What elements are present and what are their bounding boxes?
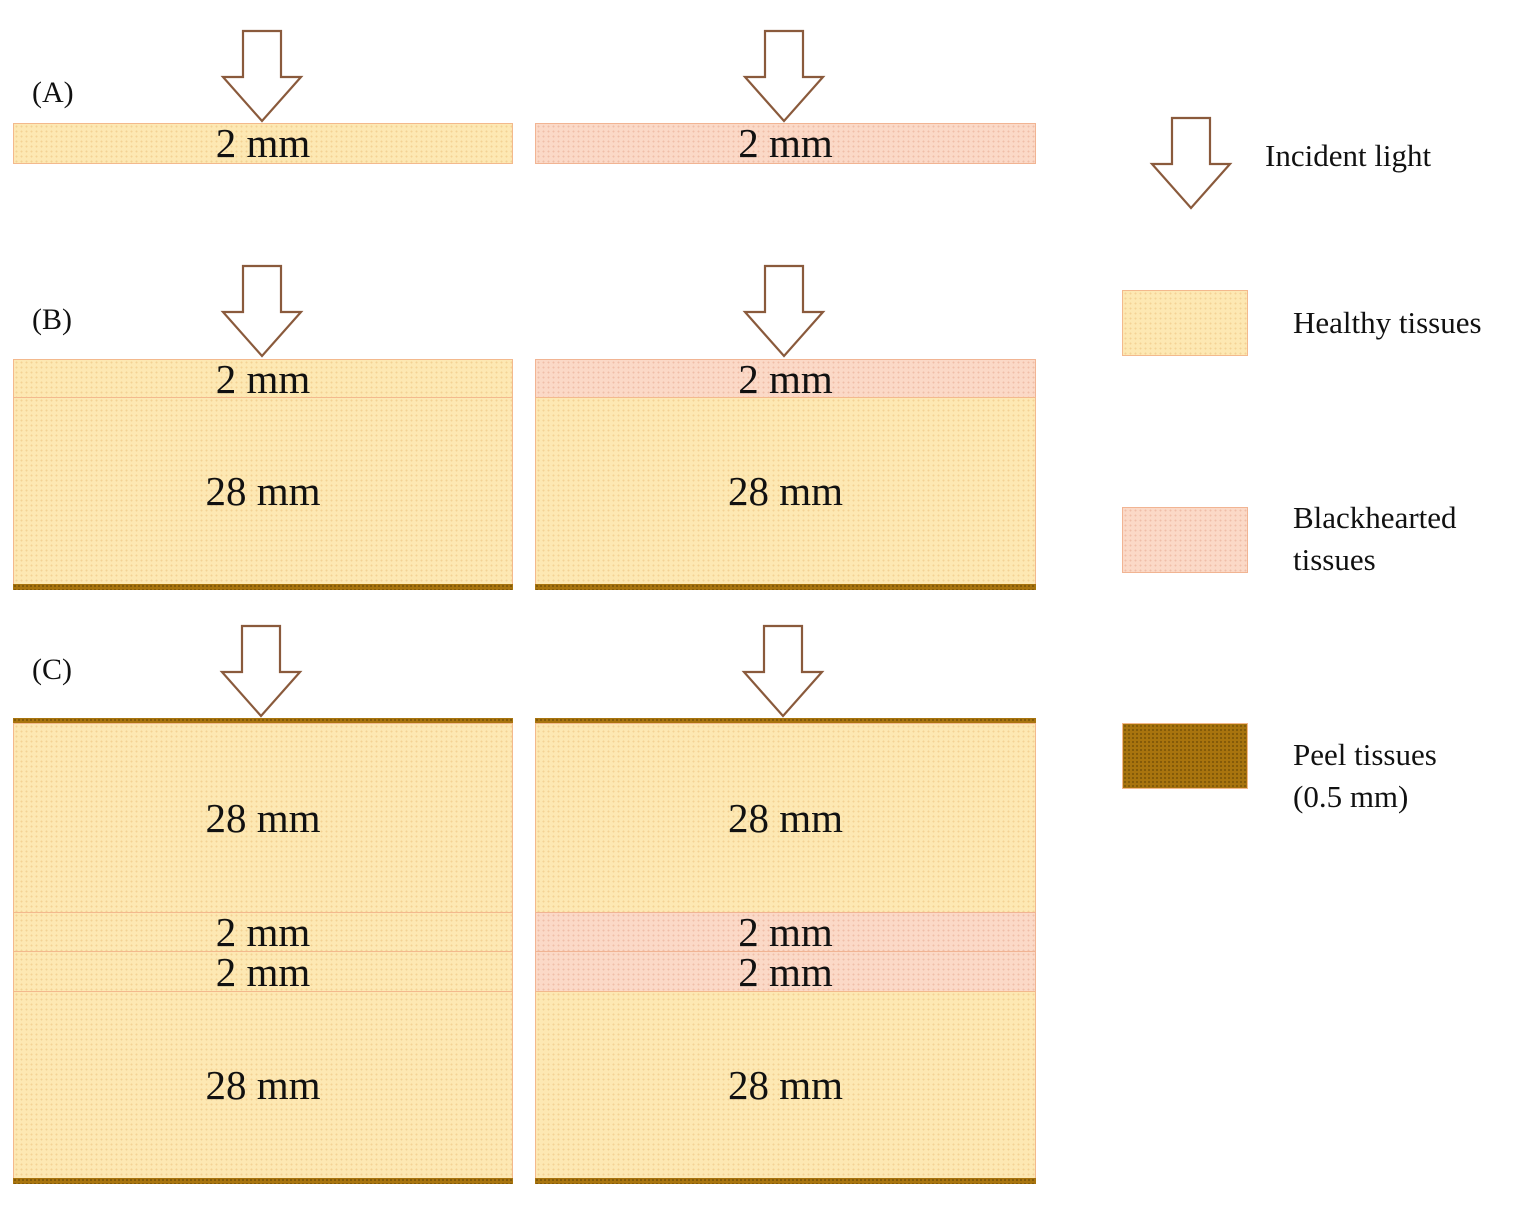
layer-thickness-label: 2 mm xyxy=(215,908,311,955)
legend-blackhearted-swatch xyxy=(1122,507,1248,573)
panel-c-left-healthy-layer-2: 2 mm xyxy=(13,908,513,955)
layer-thickness-label: 2 mm xyxy=(738,908,833,955)
layer-thickness-label: 28 mm xyxy=(205,794,321,841)
legend-incident-light-label: Incident light xyxy=(1265,138,1432,173)
panel-a-left-healthy-layer: 2 mm xyxy=(13,123,513,164)
layer-thickness-label: 28 mm xyxy=(727,794,844,841)
layer-thickness-label: 2 mm xyxy=(215,948,311,995)
legend-blackhearted-line-2: tissues xyxy=(1293,541,1376,577)
incident-light-arrow-icon xyxy=(219,624,303,718)
layer-thickness-label: 28 mm xyxy=(205,1061,321,1108)
layer-thickness-label: 28 mm xyxy=(205,467,321,514)
panel-a-right-blackhearted-layer: 2 mm xyxy=(535,123,1036,164)
panel-b-label: (B) xyxy=(32,303,72,336)
panel-b-right-peel-layer xyxy=(535,584,1036,590)
panel-c-left-healthy-layer-3: 2 mm xyxy=(13,951,513,993)
legend-incident-light-arrow-icon xyxy=(1149,116,1233,210)
incident-light-arrow-icon xyxy=(742,29,826,123)
panel-b-left-peel-layer xyxy=(13,584,513,590)
layer-thickness-label: 2 mm xyxy=(738,948,833,995)
legend-peel-line-2: (0.5 mm) xyxy=(1293,778,1409,814)
panel-c-right-peel-bottom-layer xyxy=(535,1178,1036,1184)
panel-c-left-healthy-layer-1: 28 mm xyxy=(13,723,513,913)
incident-light-arrow-icon xyxy=(220,264,304,358)
incident-light-arrow-icon xyxy=(741,624,825,718)
layer-thickness-label: 2 mm xyxy=(215,120,311,166)
panel-b-right-blackhearted-top-layer: 2 mm xyxy=(535,355,1036,402)
incident-light-arrow-icon xyxy=(742,264,826,358)
legend-healthy-label: Healthy tissues xyxy=(1293,305,1482,340)
legend-healthy-swatch xyxy=(1122,290,1248,356)
panel-c-right-healthy-layer-4: 28 mm xyxy=(535,991,1036,1179)
layer-thickness-label: 2 mm xyxy=(738,120,833,166)
panel-a-label: (A) xyxy=(32,76,74,109)
legend-peel-line-1: Peel tissues xyxy=(1293,737,1437,772)
panel-c-left-peel-bottom-layer xyxy=(13,1178,513,1184)
panel-b-right-healthy-bottom-layer: 28 mm xyxy=(535,397,1036,585)
legend-peel-swatch xyxy=(1122,723,1248,789)
panel-c-label: (C) xyxy=(32,653,72,686)
panel-c-right-healthy-layer-1: 28 mm xyxy=(535,723,1036,913)
panel-c-left-healthy-layer-4: 28 mm xyxy=(13,991,513,1179)
panel-c-left-peel-top-layer xyxy=(13,718,513,724)
incident-light-arrow-icon xyxy=(220,29,304,123)
panel-c-right-blackhearted-layer-2: 2 mm xyxy=(535,908,1036,955)
legend-blackhearted-label: Blackhearted tissues xyxy=(1293,497,1457,581)
layer-thickness-label: 28 mm xyxy=(727,1061,844,1108)
legend-peel-label: Peel tissues (0.5 mm) xyxy=(1293,734,1437,818)
layer-thickness-label: 2 mm xyxy=(738,355,833,402)
panel-c-right-blackhearted-layer-3: 2 mm xyxy=(535,951,1036,993)
layer-thickness-label: 2 mm xyxy=(215,355,311,402)
layer-thickness-label: 28 mm xyxy=(727,467,844,514)
legend-blackhearted-line-1: Blackhearted xyxy=(1293,500,1457,535)
panel-b-left-healthy-bottom-layer: 28 mm xyxy=(13,397,513,585)
panel-b-left-healthy-top-layer: 2 mm xyxy=(13,355,513,402)
panel-c-right-peel-top-layer xyxy=(535,718,1036,724)
